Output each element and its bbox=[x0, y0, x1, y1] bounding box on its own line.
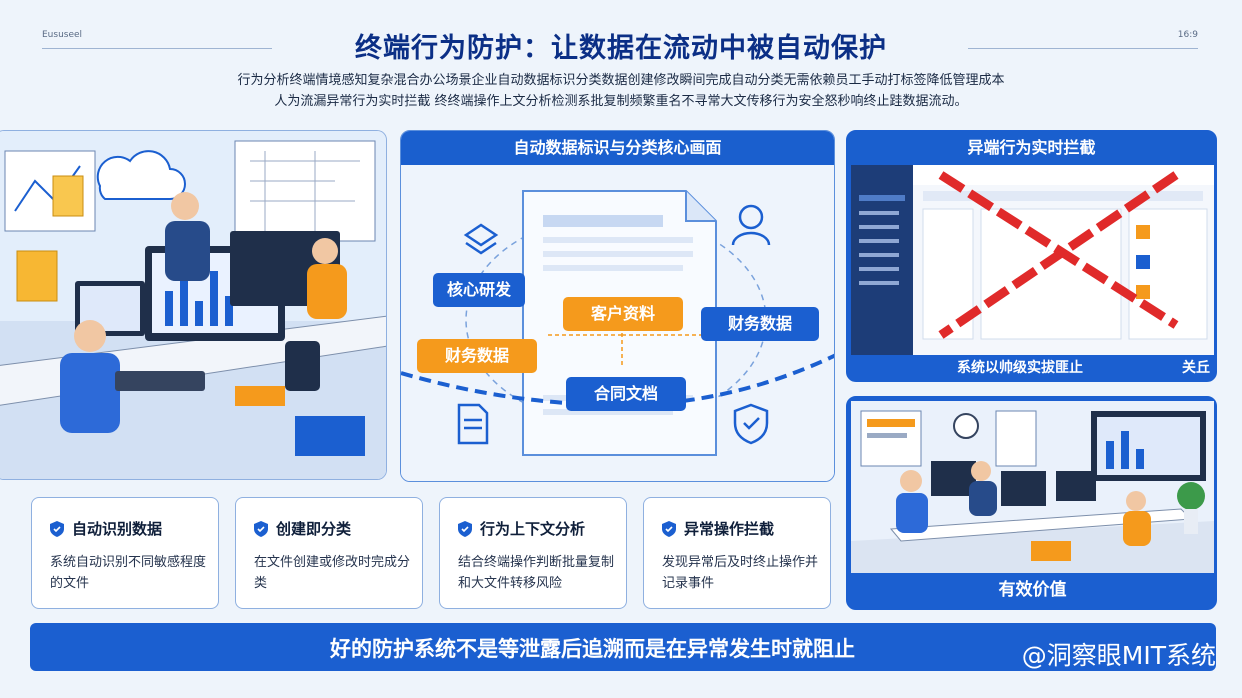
interception-panel-title: 异端行为实时拦截 bbox=[847, 131, 1216, 165]
card-title: 创建即分类 bbox=[276, 520, 352, 538]
office-illustration bbox=[0, 130, 387, 480]
tag-customer-data: 客户资料 bbox=[563, 297, 683, 331]
page-title: 终端行为防护：让数据在流动中被自动保护 bbox=[355, 33, 887, 64]
card-anomaly-block: 异常操作拦截 发现异常后及时终止操作并记录事件 bbox=[643, 497, 831, 609]
office-scene-illustration bbox=[0, 131, 386, 479]
card-desc: 在文件创建或修改时完成分类 bbox=[254, 555, 411, 591]
header-left-tag: Eususeel bbox=[42, 30, 83, 40]
bottom-banner: 好的防护系统不是等泄露后追溯而是在异常发生时就阻止 bbox=[30, 623, 1216, 671]
card-desc: 结合终端操作判断批量复制和大文件转移风险 bbox=[458, 555, 615, 591]
value-panel: 有效价值 bbox=[846, 396, 1217, 610]
card-title: 异常操作拦截 bbox=[684, 520, 775, 538]
shield-check-icon bbox=[662, 520, 676, 537]
card-title: 行为上下文分析 bbox=[480, 520, 586, 538]
blocked-app-mock bbox=[851, 165, 1214, 355]
header-right-tag: 16:9 bbox=[1177, 30, 1198, 40]
classification-canvas: 核心研发 客户资料 财务数据 财务数据 合同文档 bbox=[401, 165, 834, 481]
interception-panel: 异端行为实时拦截 系统以帅级实拔匪止 关丘 bbox=[846, 130, 1217, 382]
card-context-analysis: 行为上下文分析 结合终端操作判断批量复制和大文件转移风险 bbox=[439, 497, 627, 609]
header-right-line bbox=[968, 48, 1198, 49]
team-office-illustration bbox=[851, 401, 1214, 573]
card-auto-identify: 自动识别数据 系统自动识别不同敏感程度的文件 bbox=[31, 497, 219, 609]
interception-screen bbox=[851, 165, 1214, 355]
shield-check-icon bbox=[458, 520, 472, 537]
card-desc: 发现异常后及时终止操作并记录事件 bbox=[662, 555, 819, 591]
watermark: @洞察眼MIT系统 bbox=[1021, 641, 1216, 670]
interception-overlay-text: 系统以帅级实拔匪止 bbox=[957, 360, 1083, 376]
tag-finance-data-left: 财务数据 bbox=[417, 339, 537, 373]
tag-finance-data-right: 财务数据 bbox=[701, 307, 819, 341]
value-panel-title: 有效价值 bbox=[998, 580, 1067, 600]
card-classify-on-create: 创建即分类 在文件创建或修改时完成分类 bbox=[235, 497, 423, 609]
header-left-line bbox=[42, 48, 272, 49]
value-illustration bbox=[851, 401, 1214, 573]
interception-overlay-right: 关丘 bbox=[1182, 360, 1210, 376]
card-desc: 系统自动识别不同敏感程度的文件 bbox=[50, 555, 207, 591]
shield-check-icon bbox=[50, 520, 64, 537]
classification-panel: 自动数据标识与分类核心画面 核心研发 客户资料 bbox=[400, 130, 835, 482]
classification-panel-title: 自动数据标识与分类核心画面 bbox=[401, 131, 834, 165]
subtitle-line-2: 人为流漏异常行为实时拦截 终终端操作上文分析检测系批复制频繁重名不寻常大文传移行… bbox=[274, 94, 968, 109]
card-title: 自动识别数据 bbox=[72, 520, 163, 538]
tag-core-rd: 核心研发 bbox=[433, 273, 525, 307]
subtitle-line-1: 行为分析终端情境感知复杂混合办公场景企业自动数据标识分类数据创建修改瞬间完成自动… bbox=[237, 73, 1005, 88]
banner-text: 好的防护系统不是等泄露后追溯而是在异常发生时就阻止 bbox=[330, 637, 855, 661]
shield-check-icon bbox=[254, 520, 268, 537]
tag-contract-docs: 合同文档 bbox=[566, 377, 686, 411]
